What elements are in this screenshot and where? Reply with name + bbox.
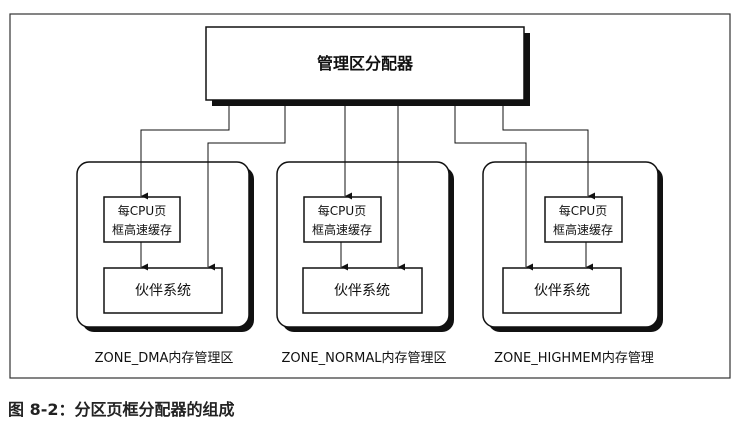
arrow-allocator-to-buddy-highmem (454, 100, 533, 271)
buddy-label: 伙伴系统 (534, 283, 590, 299)
cache-label: 每CPU页 (559, 203, 607, 218)
zone-allocator-box: 管理区分配器 (205, 26, 530, 106)
percpu-cache-box-dma: 每CPU页 框高速缓存 (103, 196, 181, 243)
buddy-label: 伙伴系统 (334, 283, 390, 299)
cache-label: 框高速缓存 (312, 222, 372, 237)
cache-label: 框高速缓存 (553, 222, 613, 237)
cache-label: 每CPU页 (318, 203, 366, 218)
cache-label: 框高速缓存 (112, 222, 172, 237)
zone-label-dma: ZONE_DMA内存管理区 (95, 350, 234, 366)
zone-label-highmem: ZONE_HIGHMEM内存管理 (494, 350, 654, 366)
arrow-allocator-to-cache-highmem (502, 100, 595, 200)
percpu-cache-box-normal: 每CPU页 框高速缓存 (303, 196, 382, 243)
cache-label: 每CPU页 (118, 203, 166, 218)
figure-caption: 图 8-2：分区页框分配器的组成 (8, 400, 235, 419)
zone-allocator-label: 管理区分配器 (317, 54, 414, 73)
arrow-allocator-to-buddy-dma (207, 100, 286, 271)
zone-label-normal: ZONE_NORMAL内存管理区 (282, 350, 447, 366)
arrow-allocator-to-cache-dma (140, 100, 230, 200)
buddy-system-box-dma: 伙伴系统 (103, 267, 223, 314)
buddy-label: 伙伴系统 (135, 283, 191, 299)
outer-frame (9, 13, 731, 379)
percpu-cache-box-highmem: 每CPU页 框高速缓存 (544, 196, 623, 243)
buddy-system-box-highmem: 伙伴系统 (502, 267, 622, 314)
buddy-system-box-normal: 伙伴系统 (302, 267, 423, 314)
